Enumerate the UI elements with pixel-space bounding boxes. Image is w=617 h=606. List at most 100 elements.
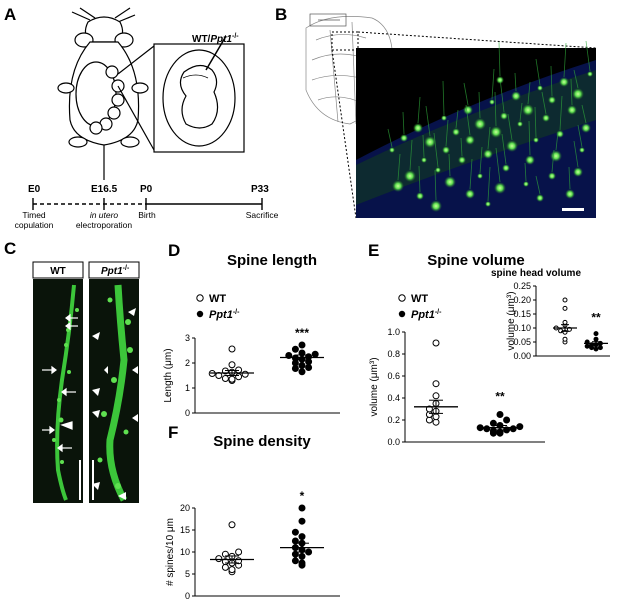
neuron-dendrite	[422, 134, 425, 158]
y-tick-label: 5	[185, 569, 190, 579]
neuron-dendrite	[479, 146, 483, 174]
legend-ppt1-e-name: Ppt1	[411, 309, 435, 321]
label-wt-c: WT	[50, 266, 66, 277]
data-point	[221, 375, 229, 382]
neuron-soma	[458, 156, 466, 164]
data-point	[597, 345, 603, 351]
neuron-soma	[496, 76, 504, 84]
neuron-soma	[525, 155, 535, 165]
y-tick-label: 0.25	[513, 281, 531, 291]
zoom-box	[331, 31, 359, 51]
data-point	[584, 343, 590, 349]
neuron-dendrite	[469, 158, 473, 190]
data-point	[291, 528, 299, 536]
neuron-dendrite	[495, 147, 501, 183]
zoom-line-upper	[357, 31, 597, 49]
neuron-soma	[465, 189, 475, 199]
timeline-tick-e0: E0	[28, 184, 41, 195]
data-point	[593, 346, 599, 352]
label-box-ppt1-c	[88, 261, 140, 279]
panel-label-e: E	[368, 241, 379, 260]
dendrite-image-ppt1	[89, 279, 139, 503]
neuron-soma	[500, 112, 508, 120]
neuron-soma	[533, 137, 539, 143]
data-point	[298, 362, 306, 369]
neuron-dendrite	[494, 91, 497, 127]
data-point	[593, 331, 599, 337]
neuron-dendrite	[501, 133, 507, 165]
timeline-desc-p33: Sacrifice	[246, 210, 279, 220]
legend-ppt1-d-sup: -/-	[233, 309, 240, 316]
neuron-soma	[416, 192, 424, 200]
y-tick-label: 0.10	[513, 323, 531, 333]
y-tick-label: 10	[180, 547, 190, 557]
neuron-dendrite	[445, 119, 449, 147]
neuron-dendrite	[463, 82, 469, 106]
neuron-soma	[452, 128, 460, 136]
data-point	[215, 555, 223, 563]
label-ppt1-a: Ppt1	[210, 34, 232, 45]
legend-wt-d: WT	[209, 293, 226, 305]
data-point	[562, 319, 568, 325]
y-tick-label: 0.00	[513, 351, 531, 361]
neuron-dendrite	[535, 58, 541, 86]
neuron-soma	[587, 71, 593, 77]
chart-title-f: Spine density	[213, 433, 311, 450]
neuron-soma	[536, 194, 544, 202]
mouse-illustration	[57, 7, 245, 180]
neuron-dendrite	[417, 96, 421, 124]
data-point	[241, 370, 249, 378]
timeline-tick-p33: P33	[251, 184, 269, 195]
data-point	[228, 345, 236, 353]
data-point	[305, 364, 313, 371]
neuron-soma	[485, 201, 491, 207]
zoom-line-lower	[331, 49, 357, 219]
neuron-dendrite	[573, 69, 579, 89]
y-tick-label: 0.6	[387, 371, 400, 381]
y-tick-label: 0.8	[387, 349, 400, 359]
data-point	[298, 341, 306, 349]
data-point	[562, 336, 568, 342]
y-axis-label: volume (μm³)	[369, 357, 380, 416]
neuron-dendrite	[448, 153, 451, 177]
neuron-soma	[506, 140, 518, 152]
neuron-dendrite	[387, 128, 393, 148]
legend-marker-ppt1-d	[196, 310, 204, 318]
legend-marker-wt-d	[196, 294, 204, 302]
neuron-soma	[579, 147, 585, 153]
neuron-dendrite	[541, 91, 547, 115]
timeline	[32, 198, 263, 210]
neuron-soma	[522, 104, 534, 116]
neuron-dendrite	[555, 131, 559, 151]
neuron-soma	[494, 182, 506, 194]
y-tick-label: 3	[185, 333, 190, 343]
neuron-dendrite	[402, 111, 405, 135]
neuron-dendrite	[455, 109, 459, 129]
neuron-soma	[404, 170, 416, 182]
data-point	[291, 345, 299, 353]
neuron-dendrite	[551, 149, 555, 173]
neuron-dendrite	[487, 166, 491, 202]
data-point	[221, 563, 229, 571]
neuron-soma	[441, 115, 447, 121]
label-ppt1-c-name: Ppt1	[101, 266, 123, 277]
chart-title-d: Spine length	[227, 252, 317, 269]
data-point	[291, 557, 299, 565]
chart-title-e-inset: spine head volume	[491, 268, 581, 279]
neuron-soma	[400, 134, 408, 142]
data-point	[509, 425, 517, 433]
significance-label: ***	[295, 326, 309, 340]
neuron-dendrite	[524, 162, 527, 182]
timeline-desc-e0-1: Timed	[22, 210, 46, 220]
neuron-soma	[389, 147, 395, 153]
timeline-tick-e16: E16.5	[91, 184, 118, 195]
panel-label-d: D	[168, 241, 180, 260]
data-point	[235, 373, 243, 381]
neuron-dendrite	[514, 72, 517, 92]
y-axis-label: volume (μm³)	[506, 291, 517, 350]
neuron-soma	[567, 105, 577, 115]
dendrite-image-wt	[33, 279, 83, 503]
neuron-dendrite	[585, 40, 591, 72]
